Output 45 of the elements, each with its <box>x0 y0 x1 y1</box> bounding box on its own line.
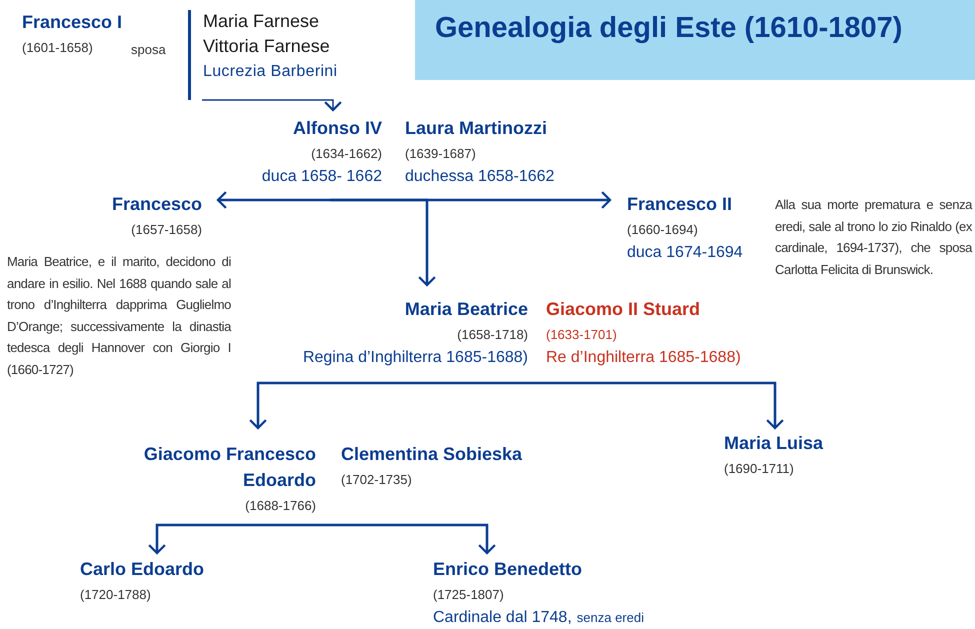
person-name: Francesco <box>112 194 202 214</box>
life-dates: (1658-1718) <box>457 327 528 342</box>
person-name: Francesco I <box>22 12 122 32</box>
person-name: Laura Martinozzi <box>405 118 548 138</box>
title-text: Regina d’Inghilterra 1685-1688) <box>302 348 528 368</box>
title-text: duca 1658- 1662 <box>262 167 382 187</box>
person-name: Maria Luisa <box>724 433 824 453</box>
life-dates: (1633-1701) <box>546 327 617 342</box>
person-name: Clementina Sobieska <box>341 444 522 464</box>
person-name: Carlo Edoardo <box>80 559 204 579</box>
arrow <box>216 191 330 209</box>
arrow <box>249 382 400 430</box>
spouse-name: Lucrezia Barberini <box>203 63 338 80</box>
title-text: duca 1674-1694 <box>627 243 743 263</box>
diagram-title: Genealogia degli Este (1610-1807) <box>435 11 904 46</box>
arrow <box>330 198 436 286</box>
spouse-name: Maria Farnese <box>203 11 320 31</box>
life-dates: (1657-1658) <box>131 222 202 237</box>
life-dates: (1720-1788) <box>80 587 151 602</box>
life-dates: (1702-1735) <box>341 472 412 487</box>
person-name: Francesco II <box>627 194 732 214</box>
person-name: Alfonso IV <box>293 118 382 138</box>
note-text: Maria Beatrice, e il marito, decidono di andare in esilio. Nel 1688 quando sale al trono d’Inghilterra dapprima Guglielmo D’Orange; successivamente la dinastia tedesca degli Hannover con Giorgio I (1660-1727) <box>7 253 231 379</box>
person-name: Enrico Benedetto <box>433 559 582 579</box>
life-dates: (1725-1807) <box>433 587 504 602</box>
title-text: duchessa 1658-1662 <box>405 167 554 187</box>
note-text: Alla sua morte prematura e senza eredi, sale al trono lo zio Rinaldo (ex cardinale, 1694-1737), che sposa Carlotta Felicita di Brunswick. <box>775 196 972 278</box>
person-name: Giacomo Francesco Edoardo <box>144 444 316 490</box>
arrow <box>202 99 342 112</box>
arrow <box>400 382 784 430</box>
arrow <box>148 524 270 554</box>
arrow <box>270 524 496 554</box>
title-text: Re d’Inghilterra 1685-1688) <box>546 348 741 368</box>
life-dates: (1690-1711) <box>724 461 794 476</box>
spouse-name: Vittoria Farnese <box>203 36 330 56</box>
life-dates: (1634-1662) <box>311 146 382 161</box>
relation-label: sposa <box>131 41 166 59</box>
note-text: senza eredi <box>576 609 644 627</box>
life-dates: (1688-1766) <box>245 498 316 513</box>
title-text: Cardinale dal 1748, <box>433 608 572 628</box>
person-name: Maria Beatrice <box>404 299 528 319</box>
life-dates: (1639-1687) <box>405 146 476 161</box>
life-dates: (1660-1694) <box>627 222 698 237</box>
life-dates: (1601-1658) <box>22 40 93 55</box>
person-name: Giacomo II Stuard <box>546 299 700 319</box>
